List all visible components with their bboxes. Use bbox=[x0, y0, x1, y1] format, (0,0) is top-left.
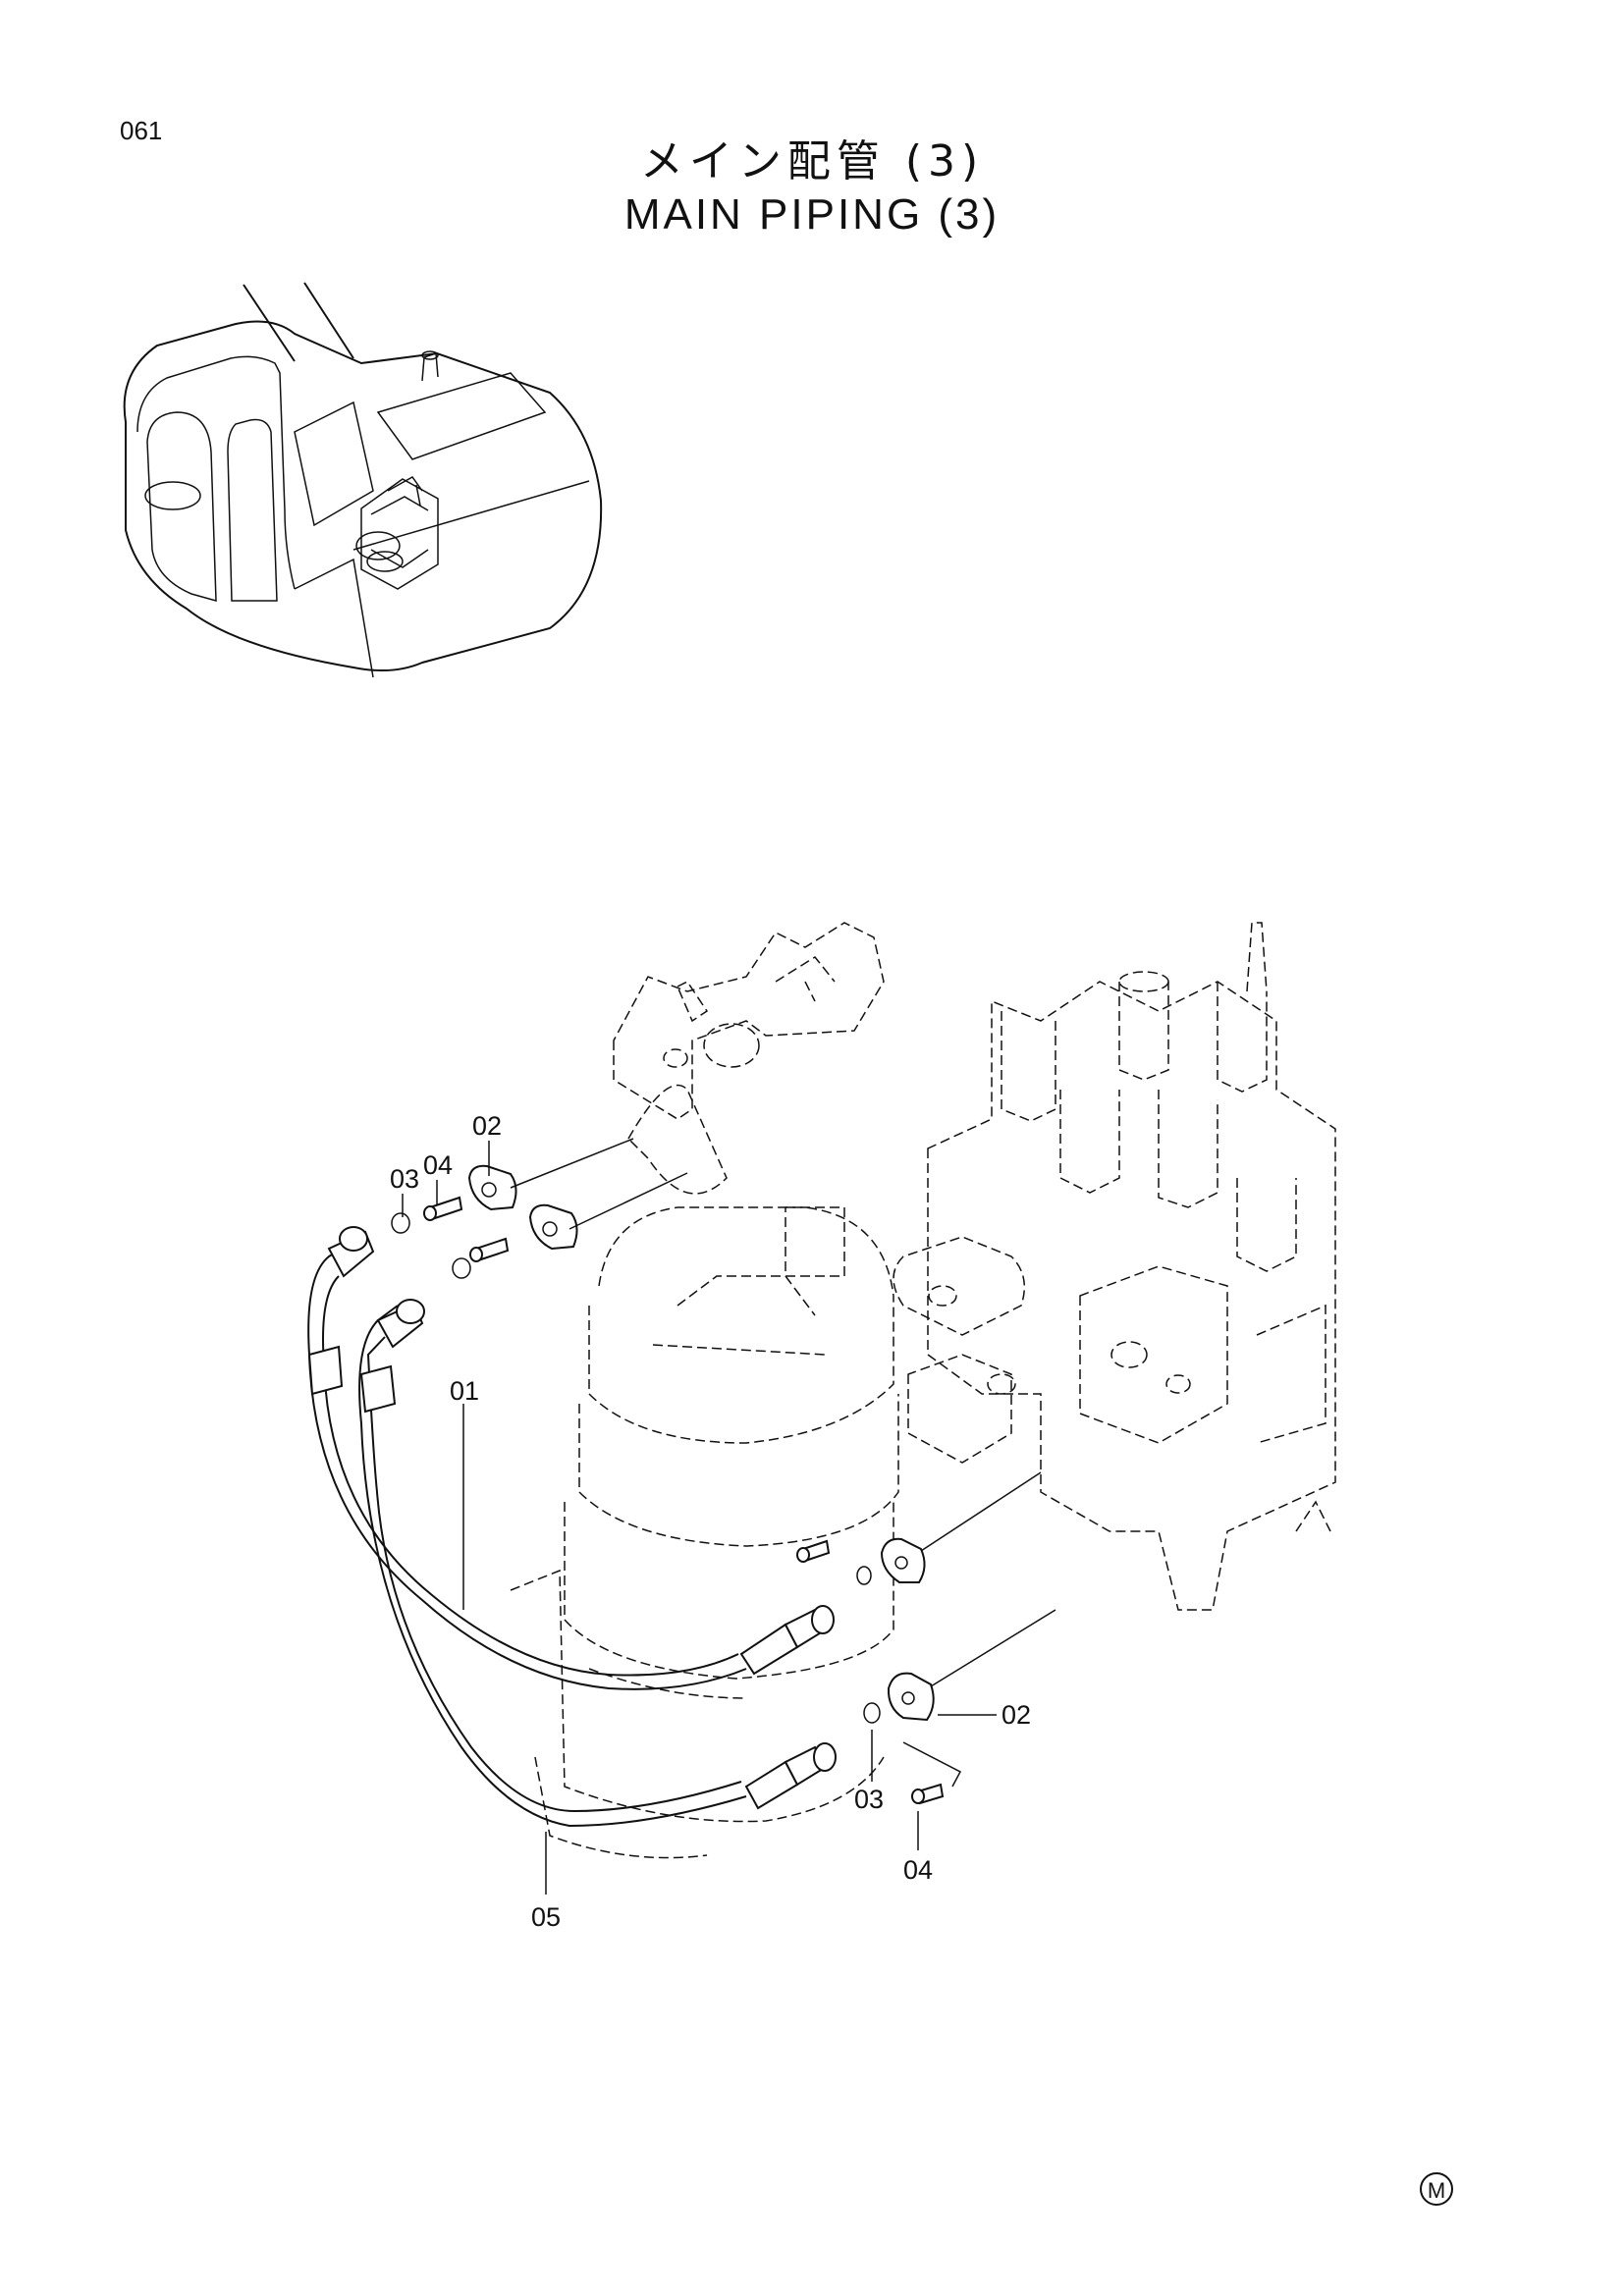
excavator-location-view bbox=[123, 282, 603, 678]
hose-05 bbox=[358, 1299, 837, 1828]
corner-mark: M bbox=[1420, 2172, 1453, 2206]
callout-04-upper: 04 bbox=[423, 1150, 453, 1180]
leader-lines bbox=[402, 1141, 997, 1895]
callout-03-upper: 03 bbox=[390, 1164, 419, 1194]
callout-05: 05 bbox=[531, 1902, 561, 1932]
control-valve bbox=[893, 922, 1336, 1611]
page-title-english: MAIN PIPING (3) bbox=[623, 190, 1001, 239]
callout-01: 01 bbox=[450, 1376, 479, 1406]
lower-fittings bbox=[796, 1471, 1056, 1805]
callout-04-lower: 04 bbox=[903, 1855, 933, 1885]
upper-fittings bbox=[391, 1138, 688, 1279]
callout-labels: 02 04 03 01 02 03 04 05 bbox=[390, 1111, 1031, 1932]
page-number: 061 bbox=[120, 116, 163, 145]
callout-03-lower: 03 bbox=[854, 1785, 884, 1814]
callout-02-upper: 02 bbox=[472, 1111, 502, 1141]
callout-02-lower: 02 bbox=[1001, 1700, 1031, 1730]
title-block: メイン配管 (3) MAIN PIPING (3) bbox=[0, 135, 1624, 241]
swing-motor bbox=[510, 922, 899, 1859]
page-title-japanese: メイン配管 (3) bbox=[639, 136, 985, 187]
hose-01 bbox=[307, 1226, 835, 1690]
